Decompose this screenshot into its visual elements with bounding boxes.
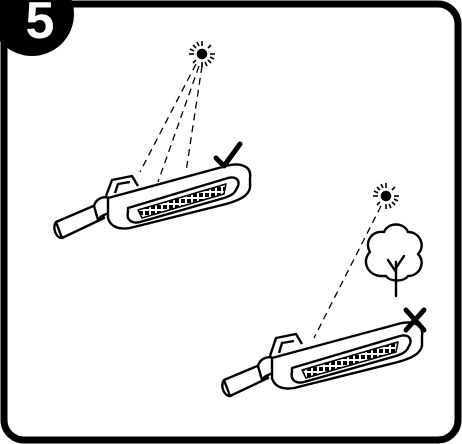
sunlight-ray [313,205,382,339]
incorrect-placement-scene [221,183,427,398]
solar-street-light [53,163,252,240]
cross-icon [403,307,427,333]
solar-street-light-2 [221,321,424,398]
step-badge: 5 [0,0,74,56]
checkmark-icon [213,141,243,169]
sunlight-rays [139,63,203,183]
step-number: 5 [26,0,55,50]
tree-icon [364,223,423,298]
correct-placement-scene [53,41,252,240]
sun-icon-2 [373,183,399,209]
